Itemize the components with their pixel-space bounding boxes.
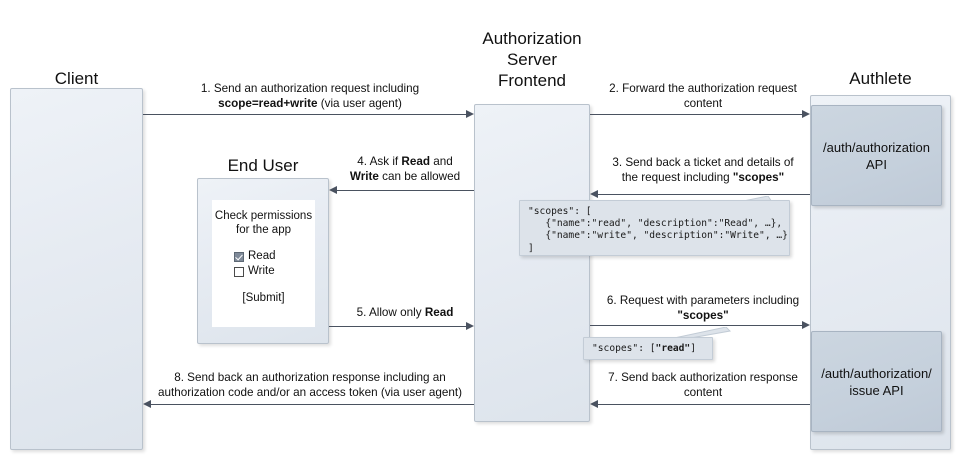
client-lane-box xyxy=(10,88,143,450)
step-8-label-line1: 8. Send back an authorization response i… xyxy=(174,371,446,384)
step-8-arrow-head xyxy=(143,400,151,408)
step-4-write-bold: Write xyxy=(349,169,379,183)
scopes-read-suffix: ] xyxy=(690,343,696,354)
auth-server-frontend-lane-box xyxy=(474,104,590,422)
consent-option-write-label: Write xyxy=(248,265,275,277)
step-4-label: 4. Ask if Read and Write can be allowed xyxy=(336,155,474,184)
authlete-lane-title: Authlete xyxy=(849,69,912,88)
step-3-scopes-bold: "scopes" xyxy=(732,170,785,184)
step-5-label-line1: 5. Allow only Read xyxy=(336,306,474,321)
step-4-line2-post: can be allowed xyxy=(378,169,461,183)
consent-form-heading-line2: for the app xyxy=(236,224,291,236)
client-lane-title: Client xyxy=(54,69,99,88)
step-5-label: 5. Allow only Read xyxy=(336,306,474,321)
step-4-label-line1: 4. Ask if Read and xyxy=(336,155,474,170)
auth-server-frontend-lane-title: Authorization Server Frontend xyxy=(482,29,582,90)
step-5-read-bold: Read xyxy=(424,306,454,319)
step-1-line2-post: (via user agent) xyxy=(317,96,402,110)
step-6-label-line2: "scopes" xyxy=(600,309,806,324)
step-8-arrow-line xyxy=(151,404,474,405)
authorization-api-box: /auth/authorization API xyxy=(811,105,942,206)
step-3-label: 3. Send back a ticket and details of the… xyxy=(600,156,806,185)
step-4-arrow-head xyxy=(329,186,337,194)
step-2-label-line1: 2. Forward the authorization request xyxy=(609,82,797,95)
scopes-read-value: "read" xyxy=(655,343,691,354)
step-4-arrow-line xyxy=(337,190,474,191)
consent-submit-button[interactable]: [Submit] xyxy=(242,292,285,304)
scopes-full-line1: "scopes": [ xyxy=(528,206,592,217)
step-4-read-bold: Read xyxy=(401,155,430,168)
step-7-label-line2: content xyxy=(683,385,723,399)
step-3-label-line2: the request including "scopes" xyxy=(600,171,806,186)
authorization-issue-api-box: /auth/authorization/ issue API xyxy=(811,331,942,432)
step-4-line1-pre: 4. Ask if xyxy=(357,155,402,168)
step-6-arrow-head xyxy=(802,321,810,329)
step-5-arrow-line xyxy=(329,326,467,327)
consent-form-spacer-2 xyxy=(212,279,315,291)
step-3-arrow-line xyxy=(598,194,810,195)
step-5-arrow-head xyxy=(466,322,474,330)
step-6-arrow-line xyxy=(590,325,803,326)
step-2-arrow-head xyxy=(802,110,810,118)
consent-option-read-label: Read xyxy=(248,250,276,262)
step-1-label-line2: scope=read+write (via user agent) xyxy=(150,97,470,112)
consent-option-write[interactable]: Write xyxy=(234,264,315,279)
scopes-full-line3: {"name":"write", "description":"Write", … xyxy=(528,230,788,242)
step-8-label-line2: authorization code and/or an access toke… xyxy=(157,385,463,399)
step-1-label-line1: 1. Send an authorization request includi… xyxy=(200,82,420,95)
step-8-label: 8. Send back an authorization response i… xyxy=(150,371,470,400)
step-2-label-line2: content xyxy=(683,96,723,110)
step-1-arrow-head xyxy=(466,110,474,118)
step-5-line1-pre: 5. Allow only xyxy=(356,306,425,319)
checkbox-read-icon[interactable] xyxy=(234,251,244,262)
step-7-arrow-head xyxy=(590,400,598,408)
step-4-label-line2: Write can be allowed xyxy=(336,170,474,185)
checkbox-write-icon[interactable] xyxy=(234,266,244,277)
step-7-label-line1: 7. Send back authorization response xyxy=(608,371,798,384)
consent-form-heading-line1: Check permissions xyxy=(214,210,313,222)
consent-form: Check permissions for the app Read Write… xyxy=(212,200,315,327)
step-2-label: 2. Forward the authorization request con… xyxy=(600,82,806,111)
consent-option-read[interactable]: Read xyxy=(234,249,315,264)
step-6-scopes-bold: "scopes" xyxy=(677,308,729,322)
scopes-read-prefix: "scopes": [ xyxy=(592,343,656,354)
scopes-full-line2: {"name":"read", "description":"Read", …}… xyxy=(528,218,783,230)
step-3-label-line1: 3. Send back a ticket and details of xyxy=(612,156,794,169)
consent-form-spacer xyxy=(212,237,315,249)
step-2-arrow-line xyxy=(590,114,803,115)
scopes-full-line4: ] xyxy=(528,242,534,254)
step-4-line1-post: and xyxy=(430,155,453,168)
step-3-arrow-head xyxy=(590,190,598,198)
step-7-arrow-line xyxy=(598,404,810,405)
step-7-label: 7. Send back authorization response cont… xyxy=(600,371,806,400)
step-3-line2-pre: the request including xyxy=(621,170,733,184)
step-6-label-line1: 6. Request with parameters including xyxy=(606,294,800,307)
step-1-label: 1. Send an authorization request includi… xyxy=(150,82,470,111)
step-6-label: 6. Request with parameters including "sc… xyxy=(600,294,806,323)
step-1-scope-bold: scope=read+write xyxy=(218,96,318,110)
end-user-lane-title: End User xyxy=(227,156,299,175)
scopes-full-callout: "scopes": [ {"name":"read", "description… xyxy=(519,200,790,256)
scopes-read-callout: "scopes": ["read"] xyxy=(583,337,713,360)
step-1-arrow-line xyxy=(143,114,467,115)
